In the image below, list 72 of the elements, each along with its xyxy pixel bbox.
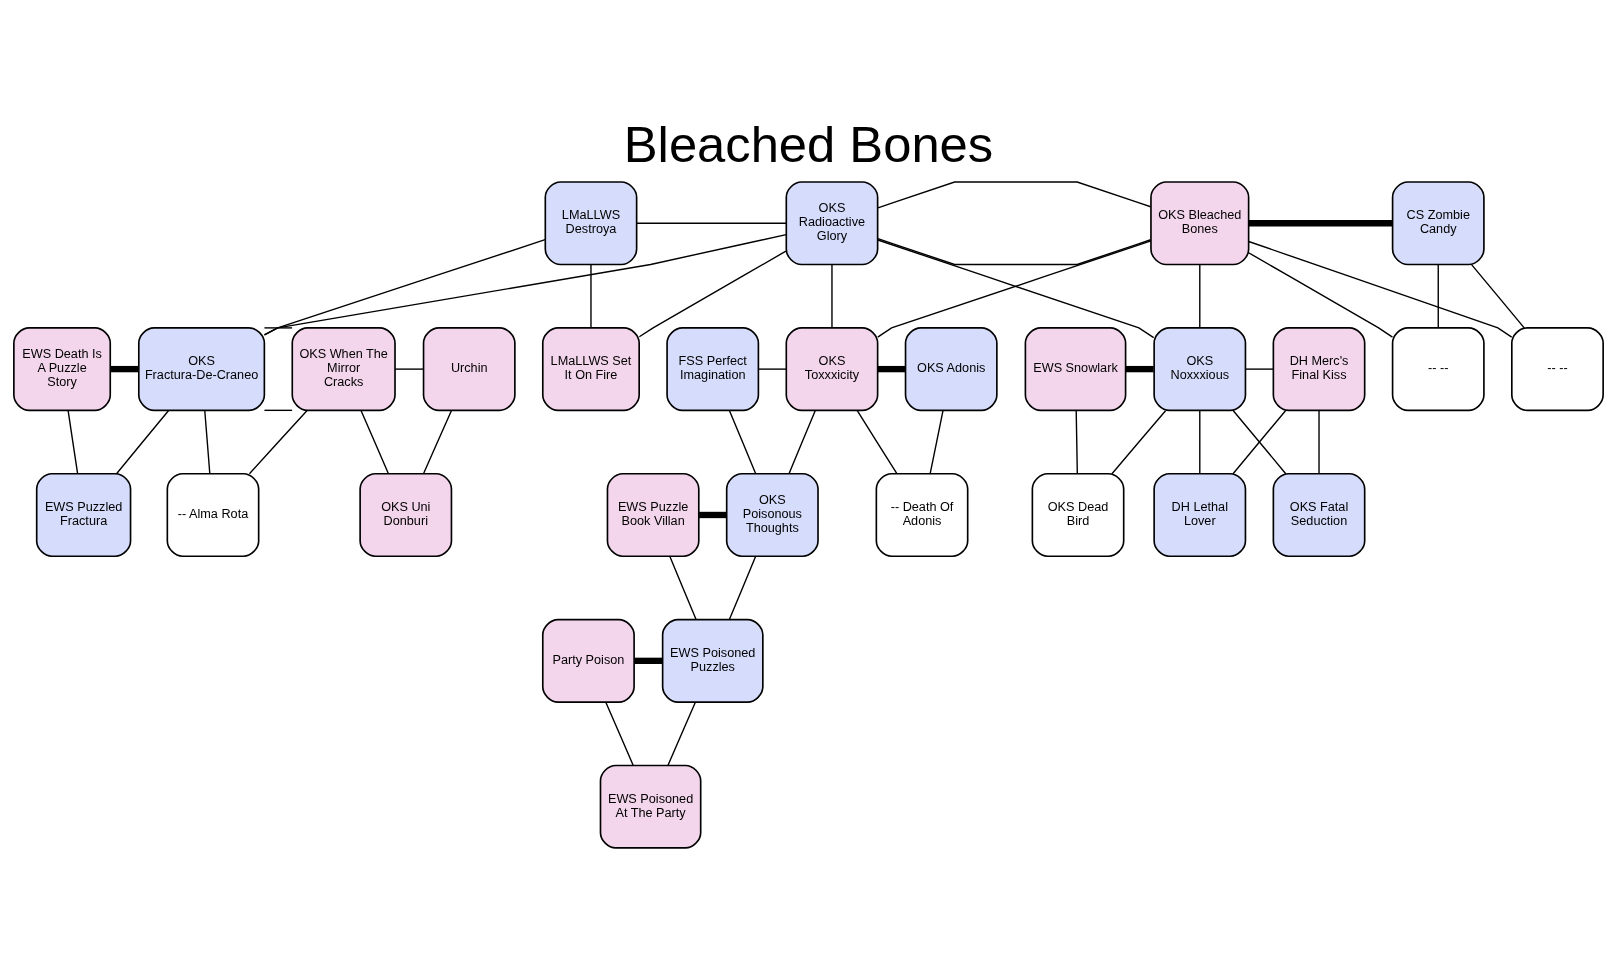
connector [360,409,390,474]
connector [728,409,757,474]
connector [115,409,170,474]
connector [638,249,787,337]
node-box: -- Alma Rota [166,472,260,557]
connector [877,365,906,372]
connector [877,237,1152,265]
node-box: FSS Perfect Imagination [666,326,760,411]
node-box: EWS Puzzle Book Villan [606,472,700,557]
node-box: EWS Puzzled Fractura [35,472,132,557]
connector [263,233,787,336]
node-box: EWS Poisoned At The Party [599,764,702,849]
connector [1248,219,1393,226]
connector [877,180,1152,208]
connector [1437,263,1439,329]
connector [699,511,727,518]
connector [394,367,424,370]
connector [856,409,898,474]
connector [728,555,757,620]
connector [831,263,833,329]
connector [636,222,787,224]
node-box: OKS When The Mirror Cracks [291,326,396,411]
node-box: -- Death Of Adonis [875,472,969,557]
node-box: LMaLLWS Destroya [544,180,638,265]
connector [1125,365,1154,372]
connector [634,657,663,664]
node-box: OKS Fractura-De-Craneo [137,326,266,411]
node-box: -- -- [1511,326,1604,411]
connector [1111,409,1167,474]
node-box: OKS Noxxxious [1153,326,1247,411]
connector [788,409,816,474]
connector [1245,367,1274,370]
node-box: OKS Poisonous Thoughts [725,472,819,557]
diagram-title: Bleached Bones [623,115,994,173]
node-box: LMaLLWS Set It On Fire [541,326,640,411]
node-box: -- -- [1391,326,1485,411]
connector [263,326,293,329]
connector [1247,251,1394,338]
node-box: EWS Snowlark [1024,326,1127,411]
node-box: DH Lethal Lover [1153,472,1247,557]
connector [204,409,211,474]
node-box: EWS Death Is A Puzzle Story [13,326,112,411]
node-box: OKS Bleached Bones [1150,180,1250,265]
connector [110,365,139,372]
node-box: OKS Toxxxicity [785,326,879,411]
connector [667,701,696,766]
connector [1075,409,1078,474]
node-box: OKS Radioactive Glory [785,180,879,265]
connector [669,555,697,620]
connector [1199,409,1201,474]
connector [422,409,453,474]
connector [929,409,944,474]
node-box: DH Merc's Final Kiss [1272,326,1366,411]
connector [67,409,79,474]
connector [1232,409,1287,474]
node-box: OKS Dead Bird [1031,472,1125,557]
connector [1471,263,1525,329]
connector [605,701,634,766]
node-box: OKS Uni Donburi [359,472,453,557]
connector [263,409,293,411]
connector [758,367,787,370]
connector [1248,240,1513,338]
connector [248,409,308,474]
connector [1199,263,1201,329]
node-box: Party Poison [541,618,635,703]
node-box: Urchin [422,326,516,411]
node-box: OKS Adonis [904,326,998,411]
connector [590,263,592,329]
node-box: CS Zombie Candy [1391,180,1485,265]
node-box: OKS Fatal Seduction [1272,472,1366,557]
node-box: EWS Poisoned Puzzles [661,618,764,703]
connector [1318,409,1320,474]
